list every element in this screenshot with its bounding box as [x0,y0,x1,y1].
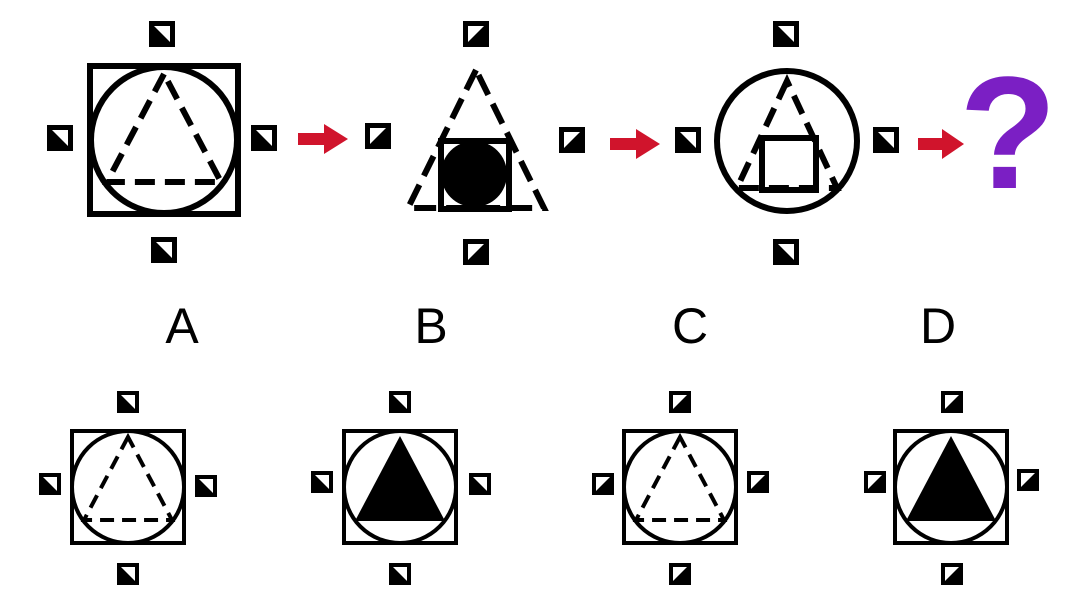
marker-bottom-icon [463,239,489,265]
marker-left-icon [311,471,333,493]
option-a-label[interactable]: A [165,298,199,354]
marker-left-icon [675,127,701,153]
marker-top-icon [669,391,691,413]
option-d-label[interactable]: D [919,298,957,354]
marker-left-icon [47,125,73,151]
marker-bottom-icon [117,563,139,585]
marker-bottom-icon [669,563,691,585]
marker-left-icon [592,473,614,495]
marker-top-icon [463,21,489,47]
marker-top-icon [773,21,799,47]
question-mark: ? [959,43,1057,222]
marker-top-icon [941,391,963,413]
arrow-right-icon [610,129,660,159]
marker-top-icon [117,391,139,413]
marker-bottom-icon [389,563,411,585]
option-a-figure[interactable] [39,391,217,585]
sequence-figure-1 [47,21,277,263]
marker-left-icon [39,473,61,495]
marker-right-icon [873,127,899,153]
marker-right-icon [251,125,277,151]
arrow-right-icon [918,129,964,159]
marker-left-icon [365,123,391,149]
option-b-label[interactable]: B [414,298,448,354]
sequence-figure-3 [675,21,899,265]
marker-right-icon [559,127,585,153]
marker-bottom-icon [151,237,177,263]
sequence-figure-2 [365,21,585,265]
marker-right-icon [195,475,217,497]
marker-bottom-icon [941,563,963,585]
marker-left-icon [864,471,886,493]
marker-right-icon [469,473,491,495]
marker-right-icon [1017,469,1039,491]
marker-top-icon [149,21,175,47]
option-c-label[interactable]: C [671,298,709,354]
option-b-figure[interactable] [311,391,491,585]
marker-right-icon [747,471,769,493]
option-c-figure[interactable] [592,391,769,585]
marker-top-icon [389,391,411,413]
marker-bottom-icon [773,239,799,265]
option-d-figure[interactable] [864,391,1039,585]
arrow-right-icon [298,124,348,154]
